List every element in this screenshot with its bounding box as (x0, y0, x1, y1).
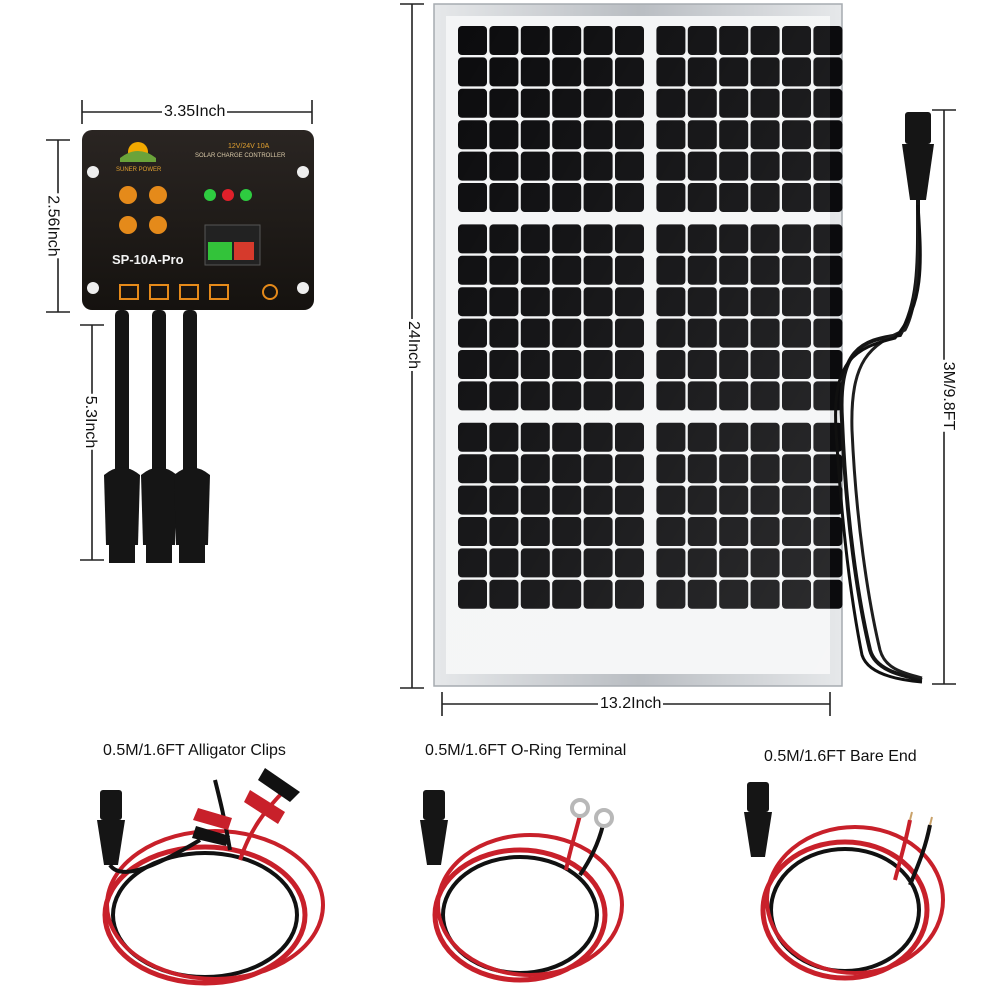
o-ring-terminal-cable (420, 790, 624, 983)
bare-end-cable (744, 782, 945, 981)
charge-controller (82, 130, 314, 310)
panel-width-label: 13.2Inch (598, 695, 664, 712)
controller-subtitle: SOLAR CHARGE CONTROLLER (195, 153, 286, 159)
controller-width-label: 3.35Inch (162, 103, 228, 120)
controller-brand: SUNER POWER (116, 167, 162, 173)
panel-height-label: 24Inch (405, 318, 423, 372)
extension-cable (834, 112, 934, 684)
controller-rating: 12V/24V 10A (228, 143, 270, 150)
accessory-label-alligator: 0.5M/1.6FT Alligator Clips (103, 742, 286, 759)
controller-model: SP-10A-Pro (112, 252, 184, 267)
cable-length-label: 5.3Inch (82, 393, 100, 451)
controller-height-label: 2.56Inch (44, 193, 62, 259)
accessory-label-o-ring: 0.5M/1.6FT O-Ring Terminal (425, 742, 627, 759)
alligator-clip-cable (97, 768, 325, 986)
solar-panel (433, 3, 843, 687)
accessory-label-bare-end: 0.5M/1.6FT Bare End (764, 748, 917, 765)
extension-cable-label: 3M/9.8FT (940, 359, 958, 433)
controller-cables (104, 310, 210, 563)
